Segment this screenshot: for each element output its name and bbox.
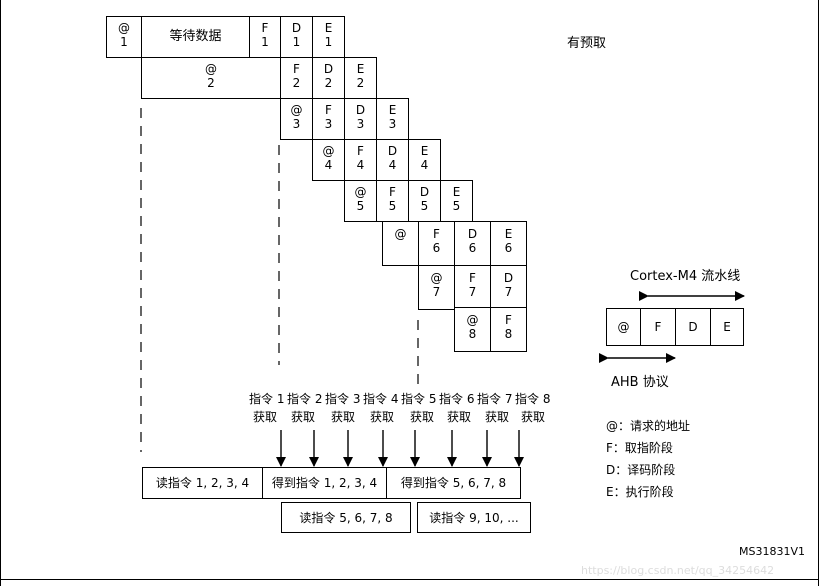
fetch-label: 获取 bbox=[370, 410, 395, 424]
stage-cell: D 3 bbox=[344, 98, 377, 140]
stage-cell: @ 7 bbox=[418, 265, 455, 310]
stage-cell: F 8 bbox=[490, 307, 527, 352]
stage-cell: F 3 bbox=[312, 98, 345, 140]
legend-item: D：译码阶段 bbox=[606, 463, 676, 477]
stage-cell: @ 1 bbox=[106, 16, 142, 58]
watermark: https://blog.csdn.net/qq_34254642 bbox=[581, 564, 775, 577]
legend-item: @：请求的地址 bbox=[606, 419, 691, 433]
stage-cell: F 5 bbox=[376, 180, 409, 222]
stage-cell: D 7 bbox=[490, 265, 527, 310]
fetch-label: 指令 6 bbox=[439, 392, 475, 406]
fetch-label: 指令 3 bbox=[325, 392, 361, 406]
fetch-label: 指令 4 bbox=[363, 392, 399, 406]
stage-cell: @ 8 bbox=[454, 307, 491, 352]
stage-cell: E 3 bbox=[376, 98, 409, 140]
fetch-label: 获取 bbox=[447, 410, 472, 424]
fetch-label: 指令 8 bbox=[515, 392, 551, 406]
fetch-label: 指令 5 bbox=[401, 392, 437, 406]
cortex-stage-box: D bbox=[675, 308, 711, 346]
stage-cell: E 2 bbox=[344, 57, 377, 99]
stage-cell: E 4 bbox=[408, 139, 441, 181]
bus-read-box: 得到指令 5, 6, 7, 8 bbox=[386, 467, 521, 499]
bus-read-box: 得到指令 1, 2, 3, 4 bbox=[262, 467, 387, 499]
stage-cell: @ 2 bbox=[141, 57, 281, 99]
stage-cell: F 2 bbox=[280, 57, 313, 99]
fetch-label: 获取 bbox=[485, 410, 510, 424]
fetch-label: 指令 2 bbox=[287, 392, 323, 406]
stage-cell: F 1 bbox=[249, 16, 281, 58]
stage-cell: @ bbox=[382, 221, 419, 266]
figure-id: MS31831V1 bbox=[739, 545, 805, 558]
fetch-label: 指令 7 bbox=[477, 392, 513, 406]
fetch-label: 获取 bbox=[253, 410, 278, 424]
fetch-label: 获取 bbox=[291, 410, 316, 424]
bus-read-box: 读指令 5, 6, 7, 8 bbox=[281, 502, 411, 533]
bus-read-box: 读指令 1, 2, 3, 4 bbox=[142, 467, 263, 499]
stage-cell: F 4 bbox=[344, 139, 377, 181]
cortex-pipeline-label: Cortex-M4 流水线 bbox=[630, 269, 741, 284]
stage-cell: D 5 bbox=[408, 180, 441, 222]
fetch-label: 获取 bbox=[410, 410, 435, 424]
cortex-stage-box: E bbox=[710, 308, 744, 346]
stage-cell: E 5 bbox=[440, 180, 473, 222]
fetch-label: 获取 bbox=[521, 410, 546, 424]
fetch-label: 指令 1 bbox=[249, 392, 285, 406]
fetch-label: 获取 bbox=[331, 410, 356, 424]
bus-read-box: 读指令 9, 10, ... bbox=[417, 502, 531, 533]
ahb-protocol-label: AHB 协议 bbox=[611, 375, 669, 390]
stage-cell: @ 4 bbox=[312, 139, 345, 181]
stage-cell: D 4 bbox=[376, 139, 409, 181]
stage-cell: D 2 bbox=[312, 57, 345, 99]
legend-item: E：执行阶段 bbox=[606, 485, 674, 499]
stage-cell: D 6 bbox=[454, 221, 491, 266]
prefetch-label: 有预取 bbox=[567, 36, 607, 51]
stage-cell: D 1 bbox=[280, 16, 313, 58]
legend-item: F：取指阶段 bbox=[606, 441, 673, 455]
